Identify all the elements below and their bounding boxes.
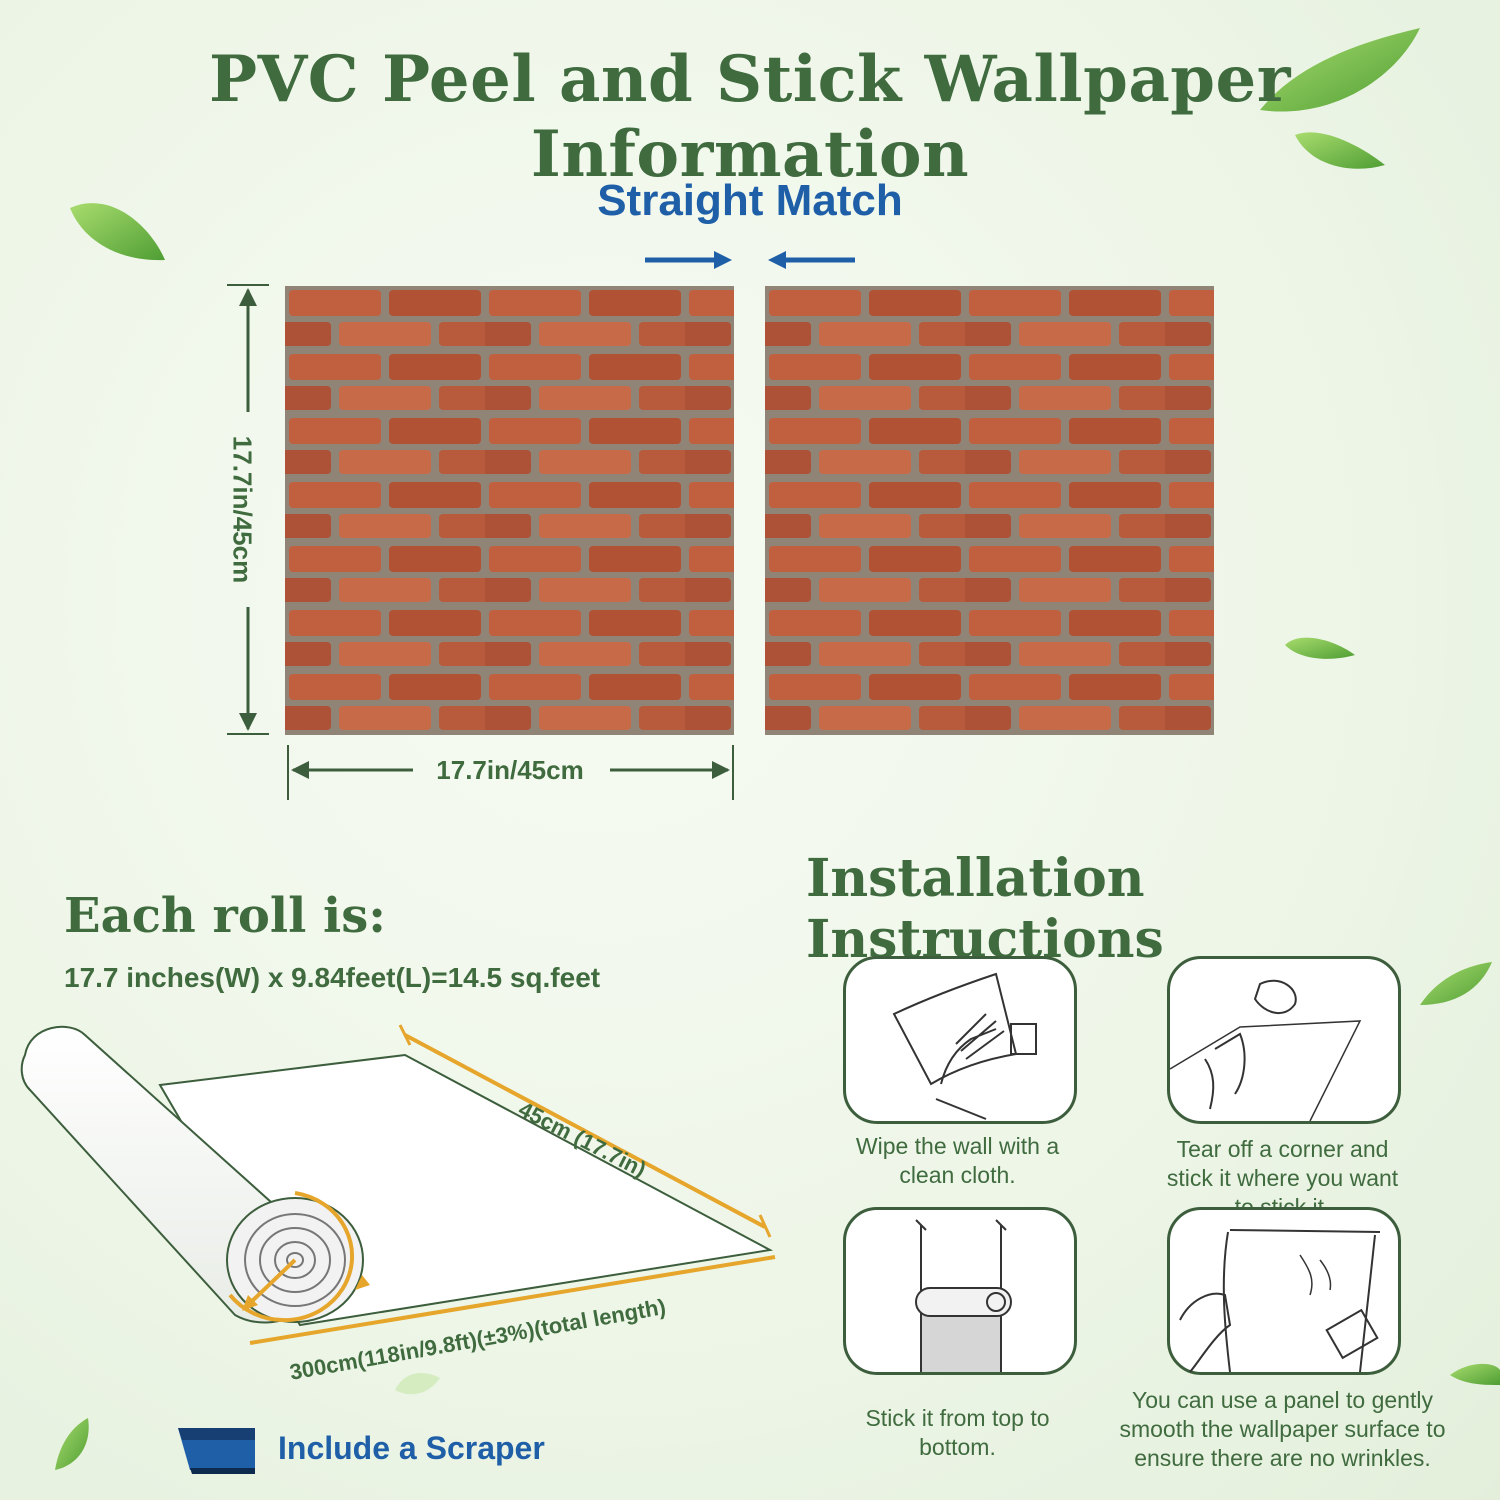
leaf-icon	[1260, 28, 1420, 112]
brick-panel-left	[285, 286, 734, 735]
arrow-left-icon	[768, 251, 855, 269]
peel-corner-icon	[1169, 979, 1362, 1122]
roll-down-icon	[915, 1219, 1012, 1372]
step-4-card	[1167, 1207, 1401, 1375]
panel-width-label: 17.7in/45cm	[436, 755, 584, 785]
leaf-icon	[70, 203, 165, 261]
leaf-icon	[1450, 1363, 1500, 1385]
leaf-icon	[395, 1373, 440, 1395]
roll-illustration	[20, 1024, 776, 1345]
height-dimension	[227, 284, 269, 735]
step-3-card	[843, 1207, 1077, 1375]
step-1-card	[843, 956, 1077, 1124]
width-dimension	[287, 745, 734, 800]
arrow-right-icon	[645, 251, 732, 269]
smooth-panel-icon	[1179, 1229, 1381, 1373]
brick-panel-right	[765, 286, 1214, 735]
leaf-icon	[1420, 962, 1492, 1005]
wipe-wall-icon	[892, 972, 1037, 1120]
step-2-card	[1167, 956, 1401, 1124]
step-1-text: Wipe the wall with a clean cloth.	[855, 1133, 1060, 1188]
page-title: PVC Peel and Stick Wallpaper Information	[209, 42, 1291, 192]
scraper-icon	[178, 1428, 255, 1474]
step-3-text: Stick it from top to bottom.	[865, 1405, 1050, 1460]
roll-spec: 17.7 inches(W) x 9.84feet(L)=14.5 sq.fee…	[64, 962, 601, 993]
leaf-icon	[1285, 637, 1355, 659]
scraper-label: Include a Scraper	[278, 1430, 545, 1466]
installation-heading: Installation Instructions	[806, 848, 1164, 970]
match-arrows	[645, 251, 855, 269]
leaf-icon	[1295, 132, 1385, 169]
panel-height-label: 17.7in/45cm	[227, 435, 258, 584]
step-4-text: You can use a panel to gently smooth the…	[1119, 1387, 1446, 1471]
straight-match-label: Straight Match	[597, 176, 903, 225]
leaf-icon	[55, 1418, 89, 1470]
each-roll-heading: Each roll is:	[64, 888, 386, 944]
